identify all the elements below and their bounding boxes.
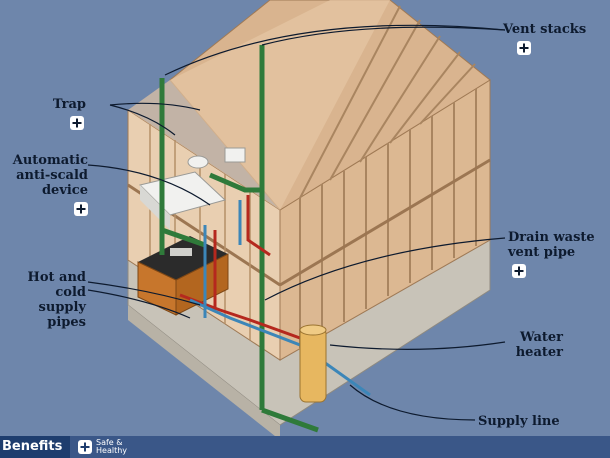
roof-slope [128, 0, 390, 210]
trap-label: Trap [30, 97, 86, 130]
water-heater [299, 327, 327, 403]
vent-stacks-text: Vent stacks [503, 22, 587, 37]
water-heater-label: Water heater [505, 330, 563, 360]
toilet [187, 155, 209, 169]
drain-waste-text: Drain waste vent pipe [508, 230, 595, 260]
kitchen-sink [170, 248, 192, 256]
plus-icon[interactable] [517, 41, 531, 55]
upper-sink [224, 147, 246, 163]
water-heater-top [299, 324, 327, 336]
vent-stacks-label: Vent stacks [503, 22, 586, 55]
supply-line-label: Supply line [478, 414, 560, 429]
drain-waste-label: Drain waste vent pipe [508, 230, 595, 278]
leader-lines [87, 24, 506, 421]
anti-scald-label: Automatic anti-scald device [4, 153, 88, 216]
safe-healthy-text: Safe & Healthy [96, 438, 128, 455]
plus-icon[interactable] [512, 264, 526, 278]
anti-scald-text: Automatic anti-scald device [12, 153, 88, 198]
supply-pipes-label: Hot and cold supply pipes [4, 270, 86, 330]
cold-supply [189, 200, 371, 397]
benefits-tab[interactable]: Benefits [0, 436, 71, 458]
safe-healthy-button[interactable]: Safe & Healthy [78, 438, 127, 456]
plus-icon[interactable] [70, 116, 84, 130]
water-heater-text: Water heater [515, 330, 563, 360]
rafters [299, 5, 476, 199]
trap-text: Trap [52, 97, 86, 112]
foundation-top [128, 305, 280, 440]
supply-line-text: Supply line [478, 414, 560, 429]
supply-pipes-text: Hot and cold supply pipes [27, 270, 86, 330]
vent-pipes [159, 45, 319, 433]
bottom-bar [0, 436, 610, 458]
plus-icon [78, 440, 92, 454]
plus-icon[interactable] [74, 202, 88, 216]
